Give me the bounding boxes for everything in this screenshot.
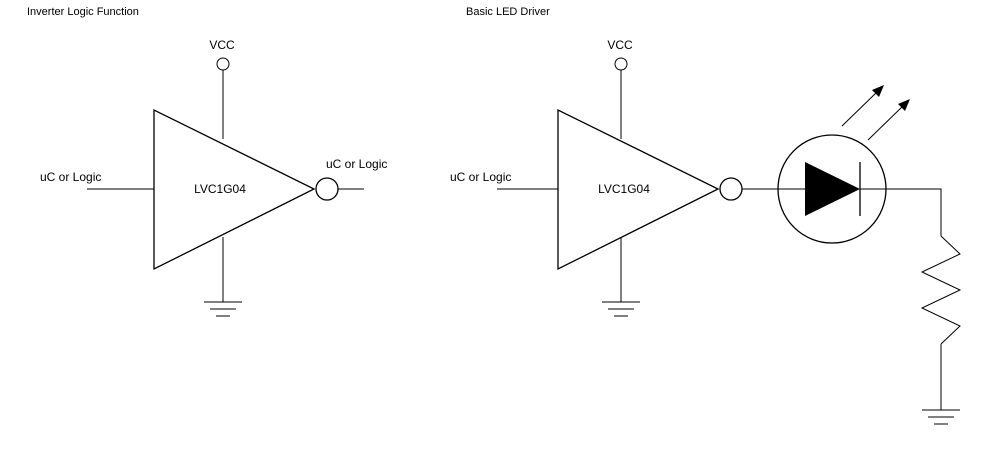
diode-triangle xyxy=(805,162,860,216)
ground-symbol xyxy=(922,409,960,425)
vcc-label: VCC xyxy=(209,38,235,52)
chip-label: LVC1G04 xyxy=(598,182,650,196)
light-emission-arrows-icon xyxy=(841,85,910,141)
led-driver-diagram: Basic LED Driver VCC uC or Logic LVC1G04 xyxy=(450,6,962,425)
output-label: uC or Logic xyxy=(326,157,387,171)
vcc-terminal xyxy=(614,57,628,71)
led-symbol xyxy=(776,134,887,244)
ground-symbol xyxy=(204,301,242,317)
input-label: uC or Logic xyxy=(40,170,101,184)
inverter-bubble xyxy=(719,177,743,201)
chip-label: LVC1G04 xyxy=(194,182,246,196)
inverter-gate-triangle xyxy=(557,108,720,271)
resistor-symbol xyxy=(920,235,962,345)
inverter-gate-triangle xyxy=(153,108,316,271)
inverter-bubble xyxy=(315,177,339,201)
inverter-logic-diagram: Inverter Logic Function VCC uC or Logic … xyxy=(27,6,387,317)
ground-symbol xyxy=(602,301,640,317)
led-cathode-wire xyxy=(887,188,942,236)
led-driver-title: Basic LED Driver xyxy=(466,6,550,18)
vcc-terminal xyxy=(216,57,230,71)
inverter-diagram-title: Inverter Logic Function xyxy=(27,6,139,18)
vcc-label: VCC xyxy=(607,38,633,52)
input-label: uC or Logic xyxy=(450,170,511,184)
